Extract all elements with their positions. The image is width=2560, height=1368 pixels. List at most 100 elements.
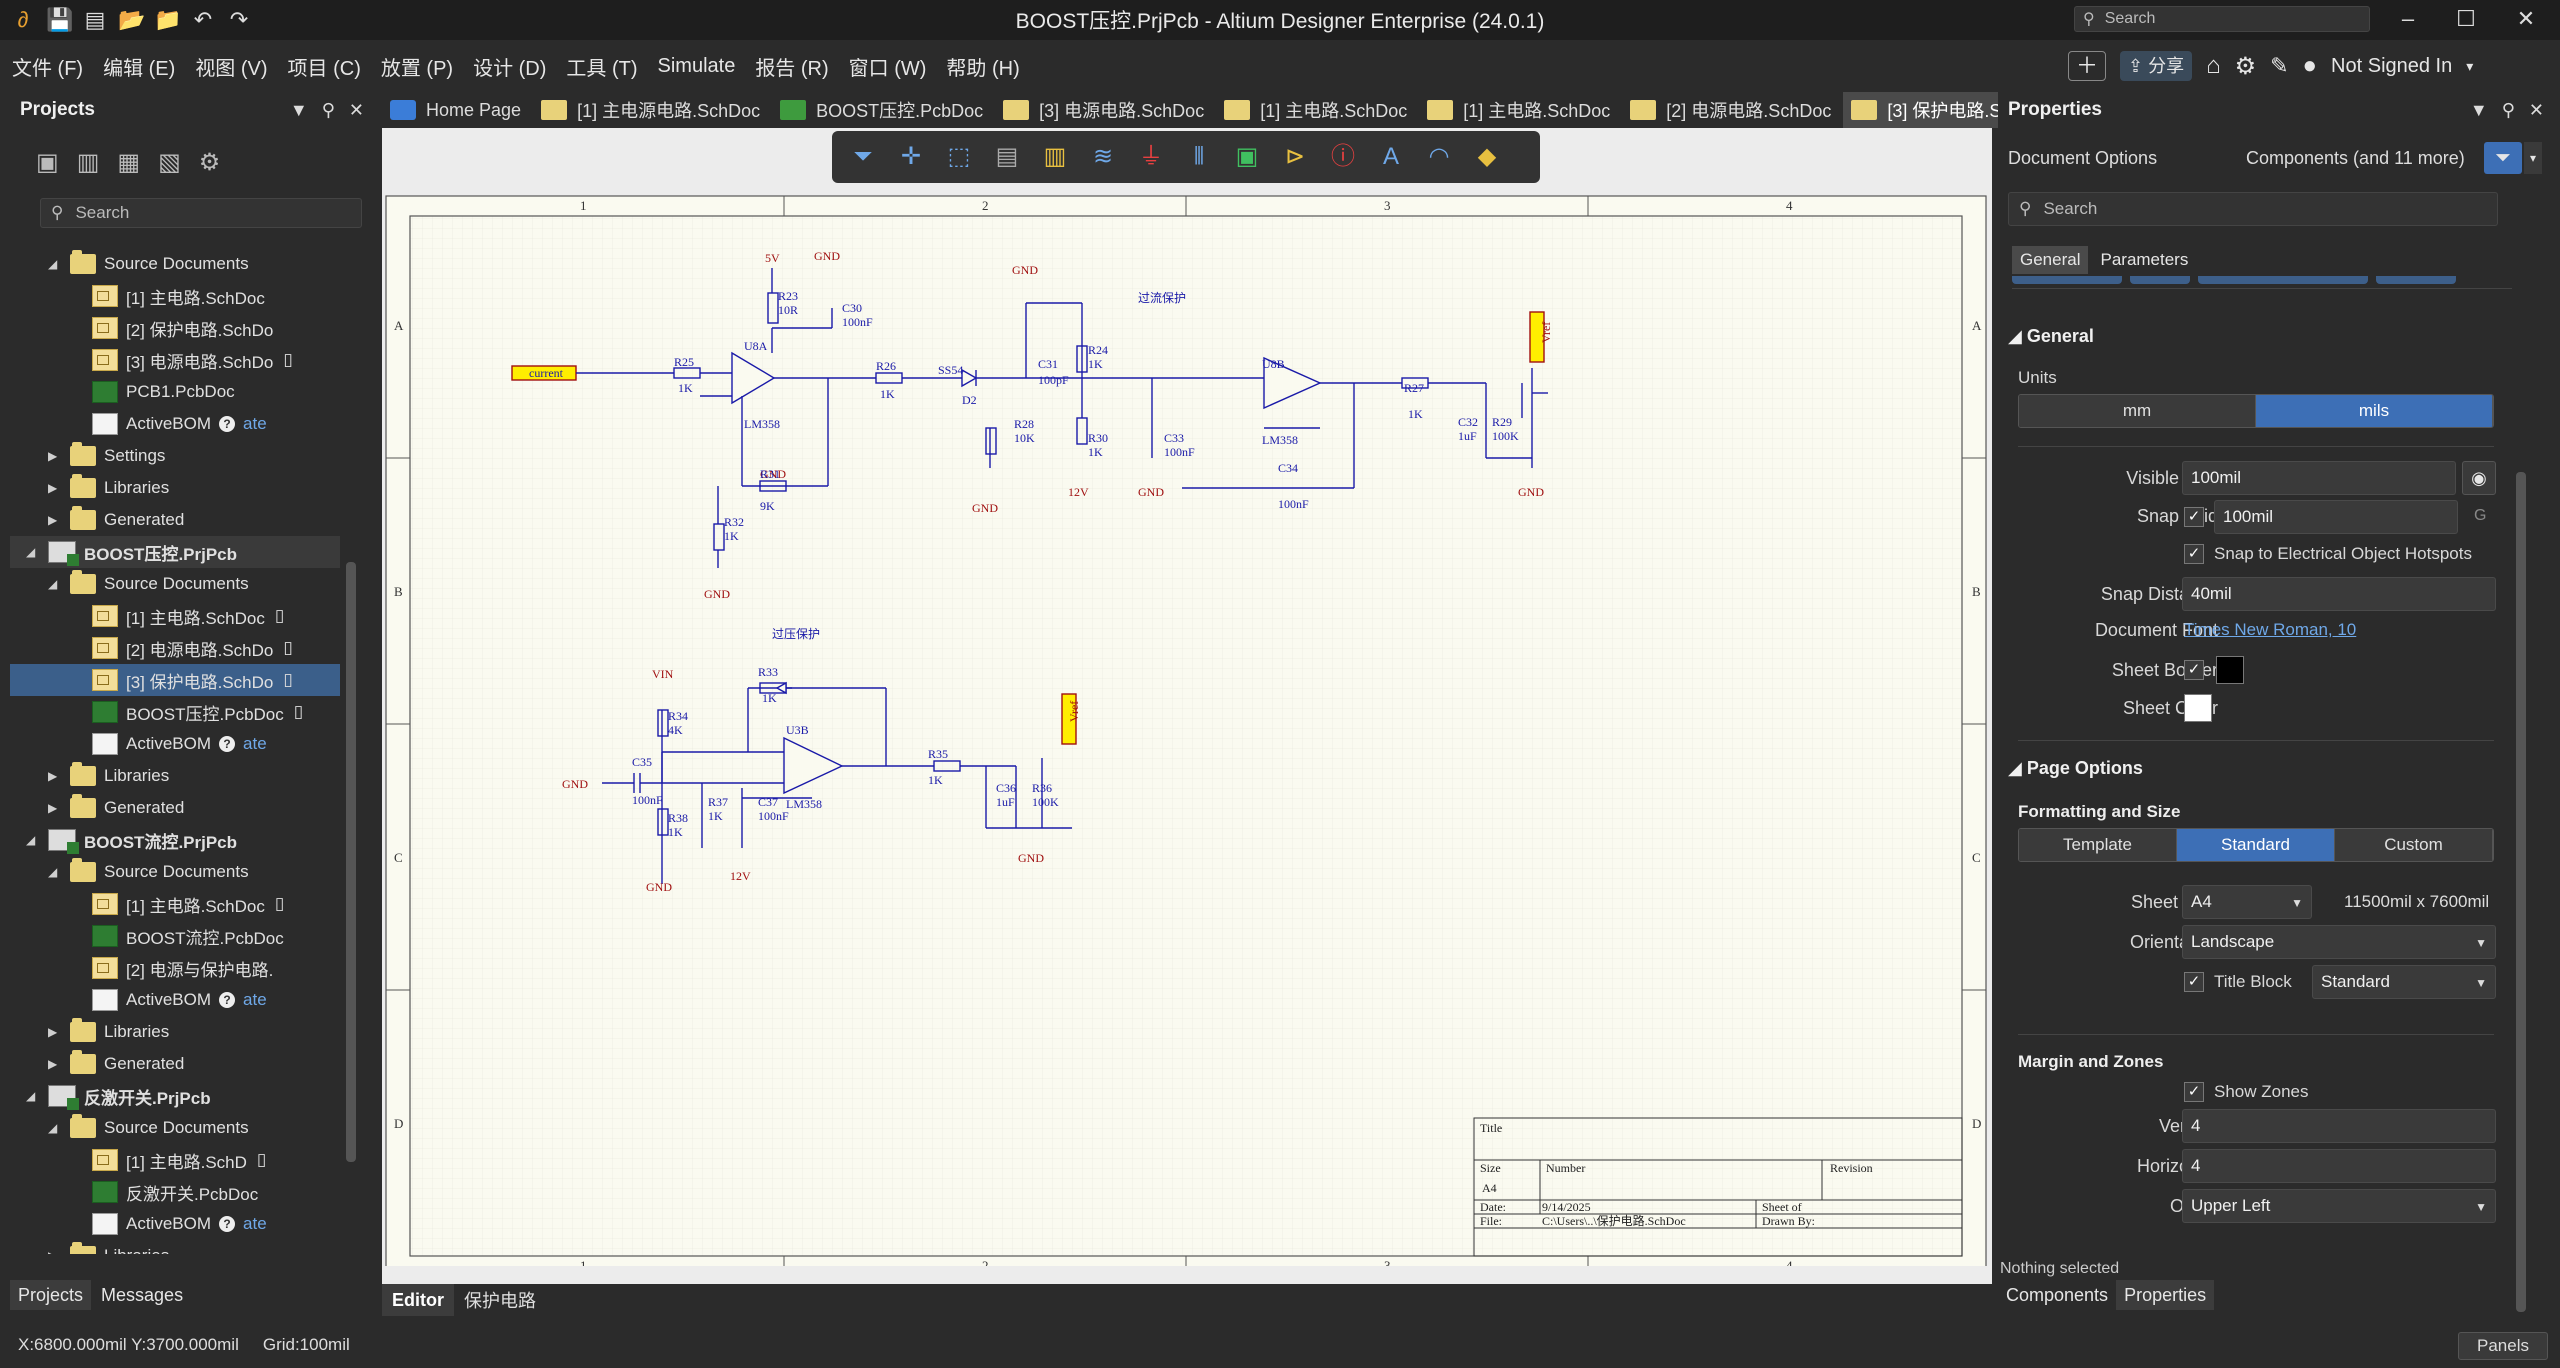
move-icon[interactable]: ✛ xyxy=(900,143,922,170)
chevron-right-icon[interactable]: ▶ xyxy=(48,801,58,815)
page-options-section-header[interactable]: ◢ Page Options xyxy=(2008,758,2143,779)
tree-document[interactable]: [1] 主电路.SchDoc▯ xyxy=(10,600,340,632)
pin-icon[interactable]: ⚲ xyxy=(2501,99,2515,120)
projects-search-input[interactable]: ⚲ Search xyxy=(40,198,362,228)
tree-document[interactable]: ActiveBOM?ate xyxy=(10,728,340,760)
close-window-button[interactable]: ✕ xyxy=(2516,6,2536,31)
snap-grid-checkbox[interactable]: ✓ xyxy=(2184,507,2204,527)
tree-document[interactable]: PCB1.PcbDoc xyxy=(10,376,340,408)
tree-document[interactable]: 反激开关.PcbDoc xyxy=(10,1176,340,1208)
snap-distance-input[interactable]: 40mil xyxy=(2182,577,2496,611)
general-section-header[interactable]: ◢ General xyxy=(2008,326,2094,347)
save-icon[interactable]: ▣ xyxy=(36,149,59,176)
formatting-toggle[interactable]: Template Standard Custom xyxy=(2018,828,2494,862)
bom-status-link[interactable]: ate xyxy=(243,990,267,1009)
panel-menu-icon[interactable]: ▼ xyxy=(289,99,308,120)
properties-search-input[interactable]: ⚲ Search xyxy=(2008,192,2498,226)
vertical-input[interactable]: 4 xyxy=(2182,1109,2496,1143)
tab-home-page[interactable]: Home Page xyxy=(382,92,533,128)
tab-messages[interactable]: Messages xyxy=(101,1284,184,1305)
menu-edit[interactable]: 编辑 (E) xyxy=(103,57,176,80)
tab-projects[interactable]: Projects xyxy=(10,1280,92,1310)
title-block-checkbox[interactable]: ✓ xyxy=(2184,972,2204,992)
properties-scrollbar[interactable] xyxy=(2516,472,2526,1312)
chevron-right-icon[interactable]: ▶ xyxy=(48,513,58,527)
sheet-color-swatch[interactable] xyxy=(2184,694,2212,722)
port-icon[interactable]: ⊳ xyxy=(1284,143,1306,170)
sheet-size-select[interactable]: A4▼ xyxy=(2182,885,2312,919)
compile-icon[interactable]: ▥ xyxy=(76,149,100,176)
tree-document[interactable]: BOOST压控.PcbDoc▯ xyxy=(10,696,340,728)
origin-select[interactable]: Upper Left▼ xyxy=(2182,1189,2496,1223)
tab-document[interactable]: [3] 电源电路.SchDoc xyxy=(995,92,1216,128)
tree-document[interactable]: [3] 电源电路.SchDo▯ xyxy=(10,344,340,376)
units-toggle[interactable]: mm mils xyxy=(2018,394,2494,428)
menu-view[interactable]: 视图 (V) xyxy=(195,57,268,80)
project-options-icon[interactable]: ▦ xyxy=(117,149,141,176)
menu-simulate[interactable]: Simulate xyxy=(657,54,736,77)
tab-general[interactable]: General xyxy=(2012,246,2089,274)
sheet-border-color-swatch[interactable] xyxy=(2216,656,2244,684)
chevron-down-icon[interactable]: ◢ xyxy=(26,1089,36,1103)
show-zones-checkbox[interactable]: ✓ xyxy=(2184,1082,2204,1102)
panel-menu-icon[interactable]: ▼ xyxy=(2469,99,2488,120)
tree-folder[interactable]: ▶Libraries xyxy=(10,1240,340,1254)
tab-parameters[interactable]: Parameters xyxy=(2100,250,2189,269)
gear-icon[interactable]: ⚙ xyxy=(198,149,221,176)
share-button[interactable]: ⇪ 分享 xyxy=(2120,51,2193,81)
tree-document[interactable]: [3] 保护电路.SchDo▯ xyxy=(10,664,340,696)
title-block-select[interactable]: Standard▼ xyxy=(2312,965,2496,999)
menu-project[interactable]: 项目 (C) xyxy=(287,57,361,80)
open-icon[interactable]: 📂 xyxy=(118,7,146,32)
chevron-down-icon[interactable]: ▾ xyxy=(2524,142,2542,174)
tree-project[interactable]: ◢反激开关.PrjPcb xyxy=(10,1080,340,1112)
maximize-button[interactable]: ☐ xyxy=(2456,6,2476,31)
arc-icon[interactable]: ◠ xyxy=(1428,143,1450,170)
tree-document[interactable]: [1] 主电路.SchDoc xyxy=(10,280,340,312)
tree-project[interactable]: ◢BOOST压控.PrjPcb xyxy=(10,536,340,568)
text-icon[interactable]: A xyxy=(1382,143,1399,170)
chevron-right-icon[interactable]: ▶ xyxy=(48,1249,62,1254)
tree-folder[interactable]: ▶Generated xyxy=(10,792,340,824)
power-port-icon[interactable]: ⏚ xyxy=(1139,143,1163,170)
menu-file[interactable]: 文件 (F) xyxy=(12,57,84,80)
align-icon[interactable]: ▤ xyxy=(995,143,1019,170)
pin-icon[interactable]: ⚲ xyxy=(321,99,335,120)
tree-folder[interactable]: ▶Generated xyxy=(10,504,340,536)
tab-editor[interactable]: Editor xyxy=(382,1284,454,1316)
tab-properties[interactable]: Properties xyxy=(2116,1280,2215,1310)
chevron-down-icon[interactable]: ◢ xyxy=(48,1121,58,1135)
sheet-border-checkbox[interactable]: ✓ xyxy=(2184,660,2204,680)
bom-status-link[interactable]: ate xyxy=(243,1214,267,1233)
units-mm-option[interactable]: mm xyxy=(2019,395,2256,427)
filter-chip[interactable] xyxy=(2012,276,2122,284)
document-font-link[interactable]: Times New Roman, 10 xyxy=(2184,620,2357,639)
bom-status-link[interactable]: ate xyxy=(243,734,267,753)
probe-icon[interactable]: ◆ xyxy=(1477,143,1497,170)
save-icon[interactable]: 💾 xyxy=(46,7,74,32)
tree-folder[interactable]: ▶Libraries xyxy=(10,1016,340,1048)
home-icon[interactable]: ⌂ xyxy=(2206,52,2221,79)
tree-folder[interactable]: ▶Generated xyxy=(10,1048,340,1080)
tree-document[interactable]: [2] 保护电路.SchDo xyxy=(10,312,340,344)
tab-document[interactable]: [1] 主电源电路.SchDoc xyxy=(533,92,772,128)
chevron-right-icon[interactable]: ▶ xyxy=(48,1057,58,1071)
chevron-down-icon[interactable]: ◢ xyxy=(48,865,58,879)
help-icon[interactable]: ? xyxy=(219,992,236,1008)
formatting-standard-option[interactable]: Standard xyxy=(2177,829,2335,861)
add-icon[interactable]: ＋ xyxy=(2068,51,2106,81)
directive-icon[interactable]: ⓘ xyxy=(1331,143,1355,170)
tab-document[interactable]: [1] 主电路.SchDoc xyxy=(1419,92,1622,128)
orientation-select[interactable]: Landscape▼ xyxy=(2182,925,2496,959)
tab-document[interactable]: [2] 电源电路.SchDoc xyxy=(1622,92,1843,128)
close-panel-icon[interactable]: ✕ xyxy=(348,99,364,120)
help-icon[interactable]: ? xyxy=(219,736,236,752)
save-all-icon[interactable]: ▤ xyxy=(84,7,106,32)
chevron-right-icon[interactable]: ▶ xyxy=(48,769,58,783)
tree-project[interactable]: ◢BOOST流控.PrjPcb xyxy=(10,824,340,856)
tab-document[interactable]: [1] 主电路.SchDoc xyxy=(1216,92,1419,128)
filter-icon[interactable]: ⏷ xyxy=(853,143,873,170)
redo-icon[interactable]: ↷ xyxy=(229,7,249,32)
tree-folder[interactable]: ◢Source Documents xyxy=(10,1112,340,1144)
chevron-down-icon[interactable]: ◢ xyxy=(48,257,58,271)
